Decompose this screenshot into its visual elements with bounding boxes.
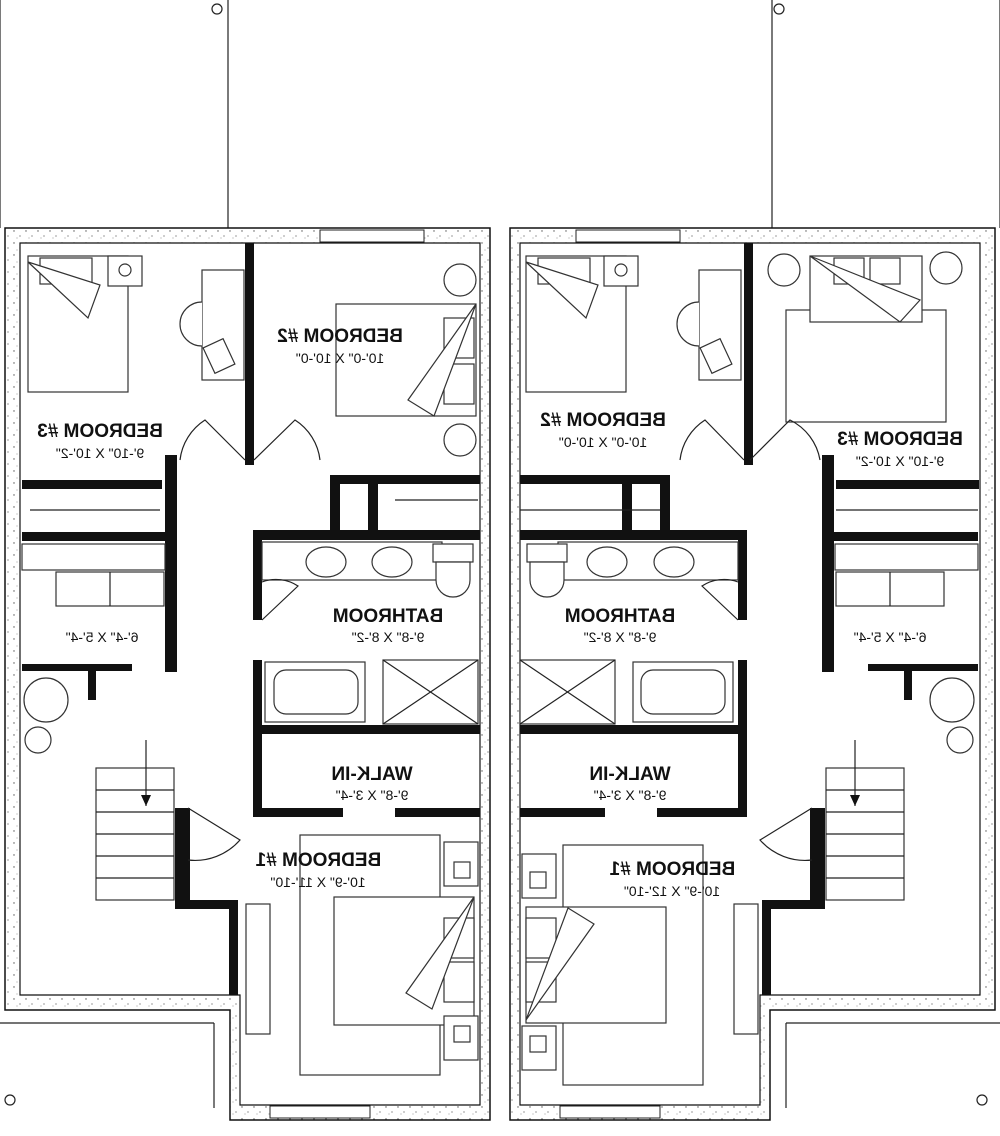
windows (269, 229, 681, 1119)
bedroom3-label: BEDROOM #3 (37, 421, 163, 442)
right-interior-walls (520, 243, 979, 995)
upper-deck-lines (0, 0, 1000, 1108)
walkin-label: WALK-IN (331, 764, 412, 785)
r-bedroom2-label: BEDROOM #2 (540, 410, 666, 431)
r-bathroom-label: BATHROOM (565, 606, 675, 627)
bedroom2-label: BEDROOM #2 (277, 326, 403, 347)
r-bedroom3-dim: 9'-10" X 10'-2" (856, 453, 944, 469)
bedroom3-dim: 9'-10" X 10'-2" (56, 445, 144, 461)
left-furniture (21, 255, 479, 1076)
bathroom-dim: 9'-8" X 8'-2" (352, 629, 425, 645)
right-furniture (519, 251, 979, 1086)
bathroom-label: BATHROOM (333, 606, 443, 627)
r-bedroom2-dim: 10'-0" X 10'-0" (559, 434, 647, 450)
bedroom1-dim: 10'-9" X 11'-10" (270, 874, 365, 890)
closet-dim: 6'-4" X 5'-4" (66, 629, 139, 645)
r-bathroom-dim: 9'-8" X 8'-2" (584, 629, 657, 645)
r-walkin-label: WALK-IN (589, 764, 670, 785)
door-swings (179, 419, 821, 861)
r-bedroom1-label: BEDROOM #1 (609, 859, 735, 880)
right-unit-labels: BEDROOM #2 10'-0" X 10'-0" BEDROOM #3 9'… (540, 410, 963, 899)
left-interior-walls (22, 243, 480, 995)
r-bedroom3-label: BEDROOM #3 (837, 429, 963, 450)
r-closet-dim: 6'-4" X 5'-4" (854, 629, 927, 645)
r-bedroom1-dim: 10'-9" X 12'-10" (624, 883, 720, 899)
left-unit-labels: BEDROOM #3 9'-10" X 10'-2" BEDROOM #2 10… (37, 326, 443, 890)
r-walkin-dim: 9'-8" X 3'-4" (594, 787, 667, 803)
bedroom2-dim: 10'-0" X 10'-0" (296, 350, 384, 366)
walkin-dim: 9'-8" X 3'-4" (336, 787, 409, 803)
bedroom1-label: BEDROOM #1 (255, 850, 381, 871)
